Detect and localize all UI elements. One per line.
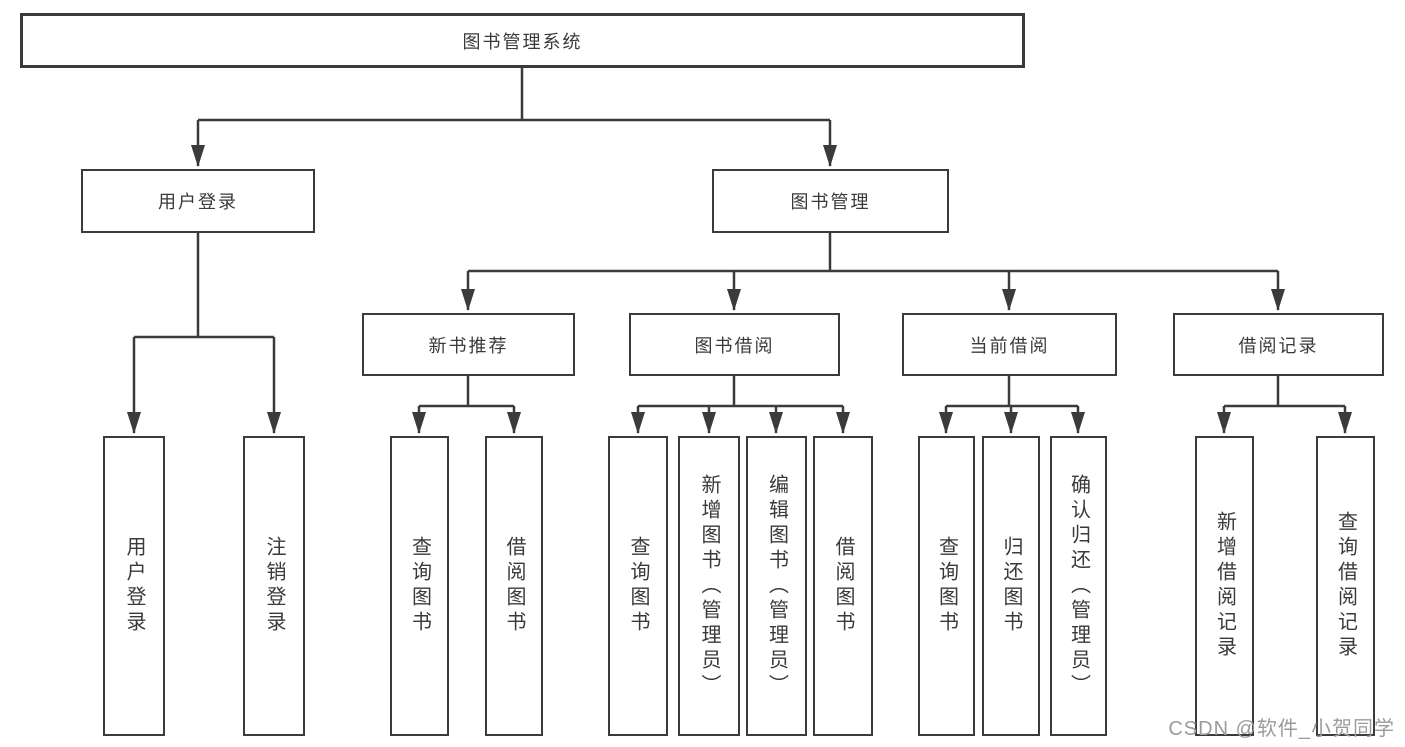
node-new-book-recommend-label: 新书推荐 bbox=[428, 335, 509, 356]
leaf-borrow-books-label: 借阅图书 bbox=[832, 536, 854, 636]
node-new-book-recommend: 新书推荐 bbox=[362, 313, 575, 376]
node-book-management: 图书管理 bbox=[712, 169, 949, 233]
leaf-add-books-admin: 新增图书（管理员） bbox=[678, 436, 740, 736]
node-borrow-records-label: 借阅记录 bbox=[1238, 335, 1319, 356]
leaf-confirm-return-admin: 确认归还（管理员） bbox=[1050, 436, 1107, 736]
leaf-recommend-borrow-books-label: 借阅图书 bbox=[503, 536, 525, 636]
leaf-confirm-return-admin-label: 确认归还（管理员） bbox=[1067, 473, 1090, 699]
leaf-add-books-admin-label: 新增图书（管理员） bbox=[698, 473, 720, 699]
leaf-borrow-query-books: 查询图书 bbox=[608, 436, 668, 736]
leaf-borrow-books: 借阅图书 bbox=[813, 436, 873, 736]
book-borrow-connector bbox=[631, 376, 850, 434]
root-connector bbox=[191, 68, 837, 167]
leaf-user-login-label: 用户登录 bbox=[123, 536, 145, 636]
leaf-edit-books-admin-label: 编辑图书（管理员） bbox=[765, 473, 788, 699]
new-book-recommend-connector bbox=[412, 376, 521, 434]
node-borrow-records: 借阅记录 bbox=[1173, 313, 1384, 376]
node-book-borrow: 图书借阅 bbox=[629, 313, 840, 376]
leaf-query-borrow-record-label: 查询借阅记录 bbox=[1334, 511, 1357, 661]
node-user-login: 用户登录 bbox=[81, 169, 315, 233]
leaf-add-borrow-record: 新增借阅记录 bbox=[1195, 436, 1254, 736]
leaf-return-books-label: 归还图书 bbox=[1000, 536, 1022, 636]
node-root-label: 图书管理系统 bbox=[462, 31, 583, 52]
leaf-recommend-query-books: 查询图书 bbox=[390, 436, 449, 736]
leaf-logout: 注销登录 bbox=[243, 436, 305, 736]
current-borrow-connector bbox=[939, 376, 1085, 434]
node-current-borrow: 当前借阅 bbox=[902, 313, 1117, 376]
leaf-logout-label: 注销登录 bbox=[263, 536, 285, 636]
leaf-current-query-books: 查询图书 bbox=[918, 436, 975, 736]
leaf-edit-books-admin: 编辑图书（管理员） bbox=[746, 436, 807, 736]
leaf-add-borrow-record-label: 新增借阅记录 bbox=[1213, 511, 1236, 661]
leaf-borrow-query-books-label: 查询图书 bbox=[627, 536, 649, 636]
leaf-recommend-query-books-label: 查询图书 bbox=[408, 536, 431, 636]
node-book-borrow-label: 图书借阅 bbox=[694, 335, 775, 356]
csdn-watermark: CSDN @软件_小贺同学 bbox=[1168, 718, 1395, 740]
node-user-login-label: 用户登录 bbox=[158, 192, 238, 212]
leaf-current-query-books-label: 查询图书 bbox=[935, 536, 958, 636]
book-management-connector bbox=[461, 233, 1285, 311]
node-book-management-label: 图书管理 bbox=[790, 192, 871, 212]
leaf-recommend-borrow-books: 借阅图书 bbox=[485, 436, 543, 736]
node-root-system: 图书管理系统 bbox=[20, 13, 1025, 68]
leaf-return-books: 归还图书 bbox=[982, 436, 1040, 736]
leaf-query-borrow-record: 查询借阅记录 bbox=[1316, 436, 1375, 736]
leaf-user-login: 用户登录 bbox=[103, 436, 165, 736]
user-login-connector bbox=[127, 233, 281, 434]
node-current-borrow-label: 当前借阅 bbox=[969, 335, 1050, 356]
borrow-records-connector bbox=[1217, 376, 1352, 434]
